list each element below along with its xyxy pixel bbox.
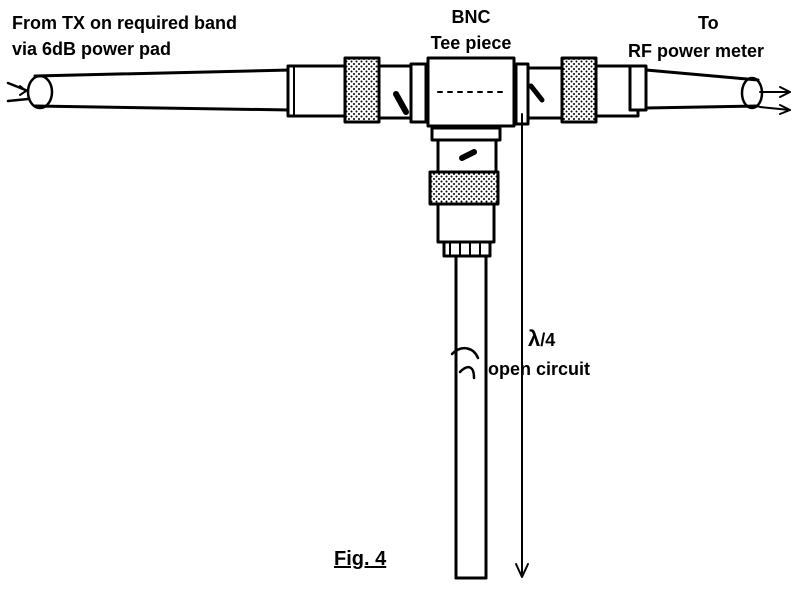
source-label-line1: From TX on required band <box>12 13 238 33</box>
open-circuit-label: open circuit <box>488 359 591 379</box>
right-bnc-plug <box>514 56 648 126</box>
quarter-fraction: /4 <box>540 330 556 350</box>
length-label: λ/4 <box>528 326 555 353</box>
input-coax-cable <box>6 68 292 112</box>
lambda-symbol: λ <box>528 326 541 351</box>
dest-label-line2: RF power meter <box>628 41 765 61</box>
quarter-wave-dimension <box>515 113 529 578</box>
tee-label-line1: BNC <box>451 7 491 27</box>
bnc-tee-body <box>426 56 516 128</box>
figure-caption: Fig. 4 <box>334 548 387 570</box>
left-bnc-plug <box>286 56 428 124</box>
output-coax-cable <box>644 68 791 115</box>
source-label-line2: via 6dB power pad <box>12 39 172 59</box>
stub-bnc-connector <box>428 126 502 258</box>
quarter-wave-stub <box>450 254 488 580</box>
dest-label-line1: To <box>698 13 719 33</box>
tee-label-line2: Tee piece <box>430 33 512 53</box>
